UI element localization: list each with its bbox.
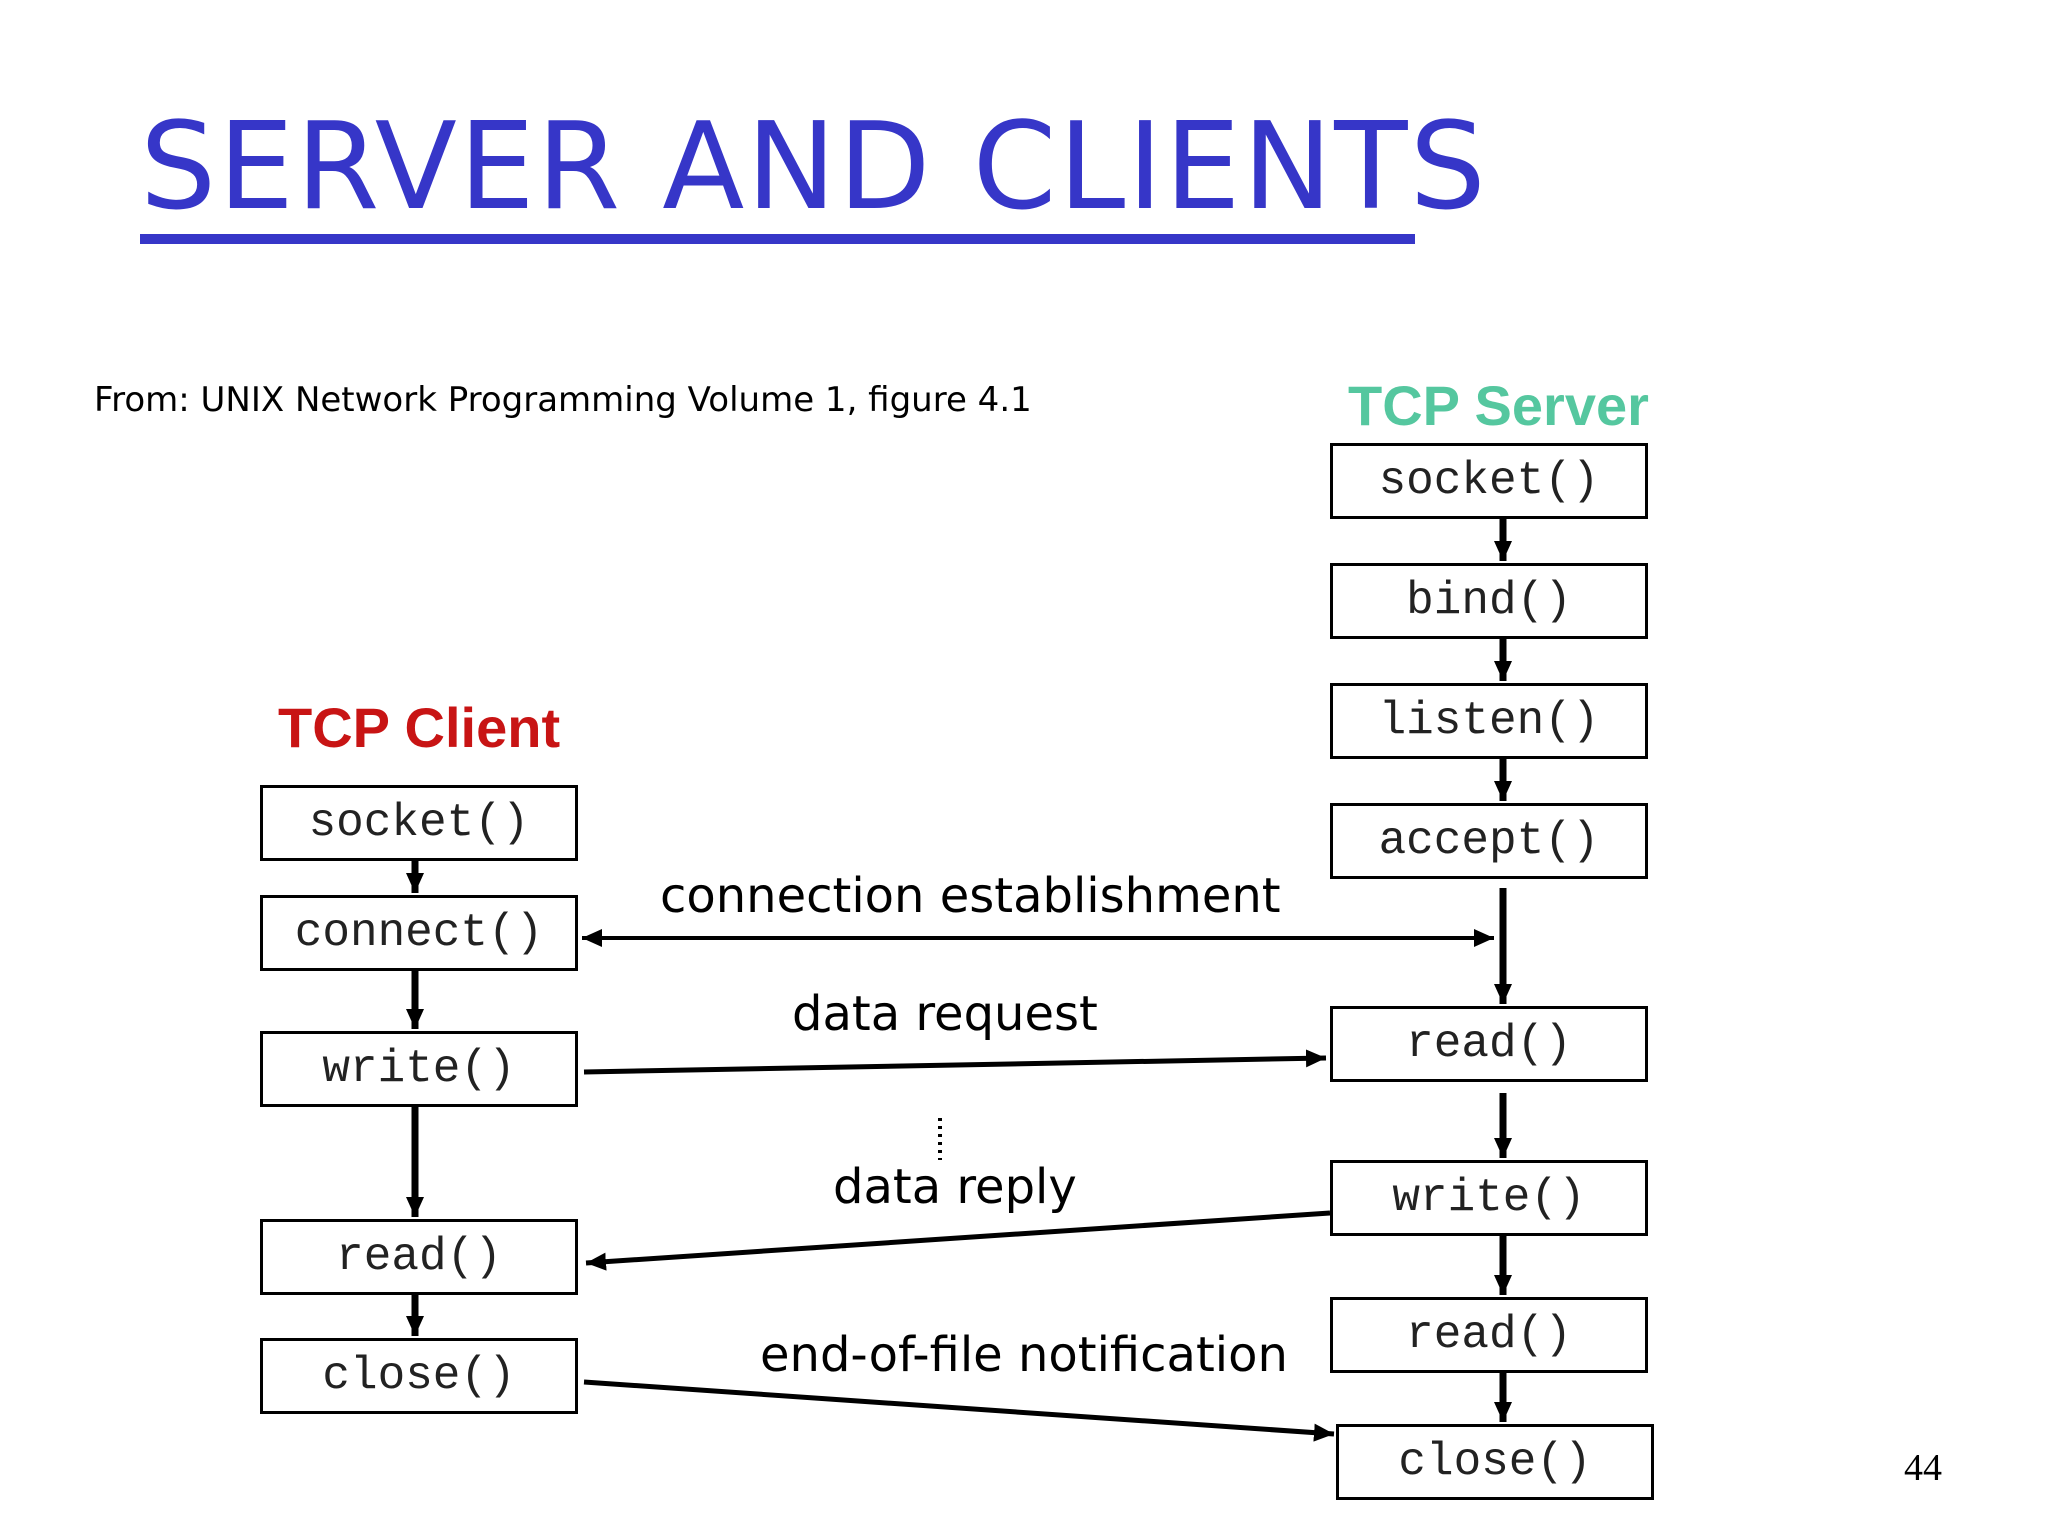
end-of-file-label: end-of-file notification xyxy=(760,1327,1288,1383)
data-request-arrow xyxy=(583,1049,1327,1075)
client-socket-box: socket() xyxy=(260,785,578,861)
slide-title: SERVER AND CLIENTS xyxy=(140,98,1488,237)
title-underline xyxy=(140,234,1415,244)
tcp-server-heading: TCP Server xyxy=(1348,374,1649,437)
client-close-box: close() xyxy=(260,1338,578,1414)
client-write-box: write() xyxy=(260,1031,578,1107)
server-socket-box: socket() xyxy=(1330,443,1648,519)
end-of-file-arrow xyxy=(583,1379,1335,1442)
tcp-client-heading: TCP Client xyxy=(278,696,561,759)
source-citation: From: UNIX Network Programming Volume 1,… xyxy=(94,380,1032,420)
server-close-box: close() xyxy=(1336,1424,1654,1500)
server-read-box: read() xyxy=(1330,1006,1648,1082)
client-connect-box: connect() xyxy=(260,895,578,971)
server-bind-box: bind() xyxy=(1330,563,1648,639)
data-request-label: data request xyxy=(792,986,1098,1042)
data-reply-arrow xyxy=(585,1210,1331,1271)
client-read-box: read() xyxy=(260,1219,578,1295)
server-write-box: write() xyxy=(1330,1160,1648,1236)
data-reply-label: data reply xyxy=(833,1159,1077,1215)
server-listen-box: listen() xyxy=(1330,683,1648,759)
connection-establishment-label: connection establishment xyxy=(660,868,1281,924)
server-accept-box: accept() xyxy=(1330,803,1648,879)
page-number: 44 xyxy=(1904,1447,1942,1489)
server-read-eof-box: read() xyxy=(1330,1297,1648,1373)
